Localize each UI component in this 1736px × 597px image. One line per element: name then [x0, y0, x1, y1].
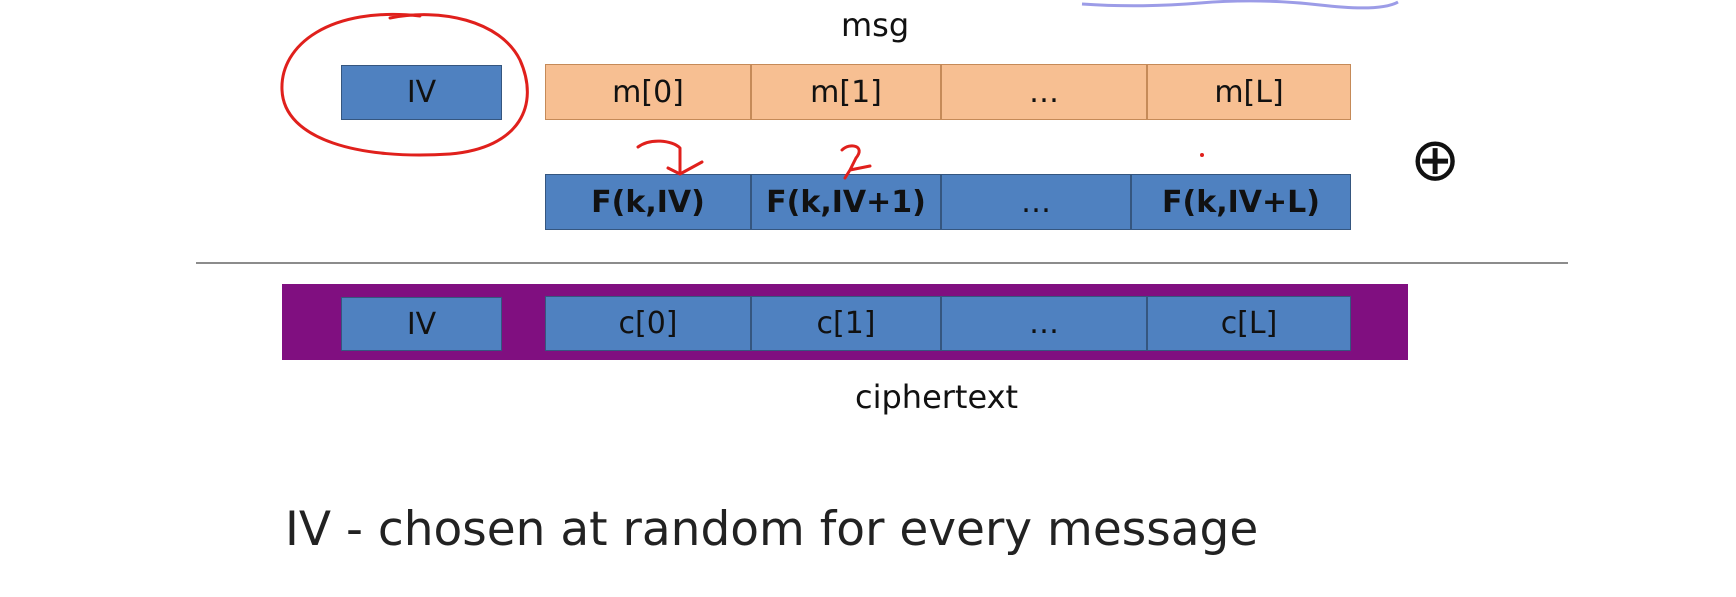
divider-line [196, 262, 1568, 264]
xor-symbol: ⊕ [1410, 125, 1461, 195]
red-arrow-annotation [840, 144, 872, 180]
keystream-block: F(k,IV+1) [751, 174, 941, 230]
msg-label: msg [841, 6, 910, 44]
ciphertext-block: c[1] [751, 296, 941, 351]
keystream-block: F(k,IV) [545, 174, 751, 230]
ciphertext-block: … [941, 296, 1147, 351]
red-circle-annotation [280, 13, 529, 157]
plaintext-block: m[1] [751, 64, 941, 120]
plaintext-block: … [941, 64, 1147, 120]
ciphertext-block: c[0] [545, 296, 751, 351]
caption: IV - chosen at random for every message [285, 502, 1259, 557]
ciphertext-blocks-row: c[0] c[1] … c[L] [545, 296, 1351, 351]
blue-pen-scribble [1081, 0, 1399, 10]
red-arrow-annotation [636, 139, 704, 176]
keystream-block: … [941, 174, 1131, 230]
ciphertext-label: ciphertext [855, 378, 1019, 416]
plaintext-iv-block: IV [341, 65, 502, 120]
keystream-blocks-row: F(k,IV) F(k,IV+1) … F(k,IV+L) [545, 174, 1351, 230]
keystream-block: F(k,IV+L) [1131, 174, 1351, 230]
ciphertext-iv-block: IV [341, 297, 502, 351]
red-dot-annotation [1200, 153, 1204, 157]
plaintext-blocks-row: m[0] m[1] … m[L] [545, 64, 1351, 120]
ciphertext-block: c[L] [1147, 296, 1351, 351]
plaintext-block: m[0] [545, 64, 751, 120]
plaintext-block: m[L] [1147, 64, 1351, 120]
